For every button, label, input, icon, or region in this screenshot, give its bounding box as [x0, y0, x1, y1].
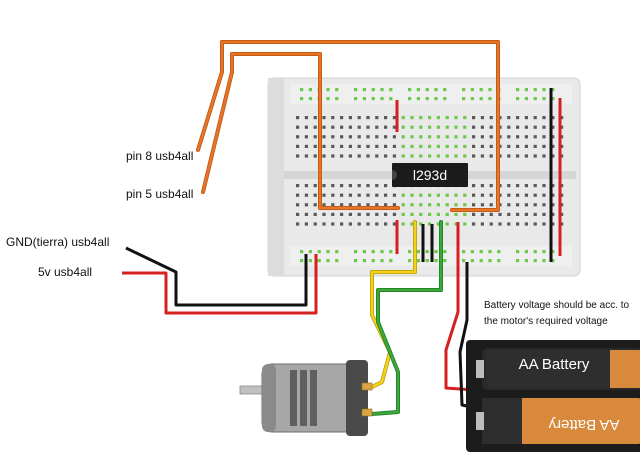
orange-wires [196, 40, 500, 212]
battery-note-line2: the motor's required voltage [484, 316, 608, 327]
chip-label: l293d [413, 167, 447, 183]
label-pin5: pin 5 usb4all [126, 187, 193, 201]
battery-label-bottom: AA Battery [548, 416, 619, 433]
label-5v: 5v usb4all [38, 265, 92, 279]
battery-note-line1: Battery voltage should be acc. to [484, 300, 630, 311]
breadboard-holes [296, 88, 564, 263]
black-wire-gnd [125, 246, 308, 307]
motor-wires [368, 220, 443, 416]
supply-wires [122, 88, 562, 315]
red-wire-5v [122, 254, 318, 315]
red-wire-battery [444, 222, 475, 392]
label-gnd: GND(tierra) usb4all [6, 235, 109, 249]
label-pin8: pin 8 usb4all [126, 149, 193, 163]
dc-motor [239, 360, 373, 436]
l293d-chip: l293d [392, 163, 468, 187]
battery-label-top: AA Battery [519, 356, 590, 373]
battery-pack: AA Battery AA Battery [466, 340, 640, 452]
